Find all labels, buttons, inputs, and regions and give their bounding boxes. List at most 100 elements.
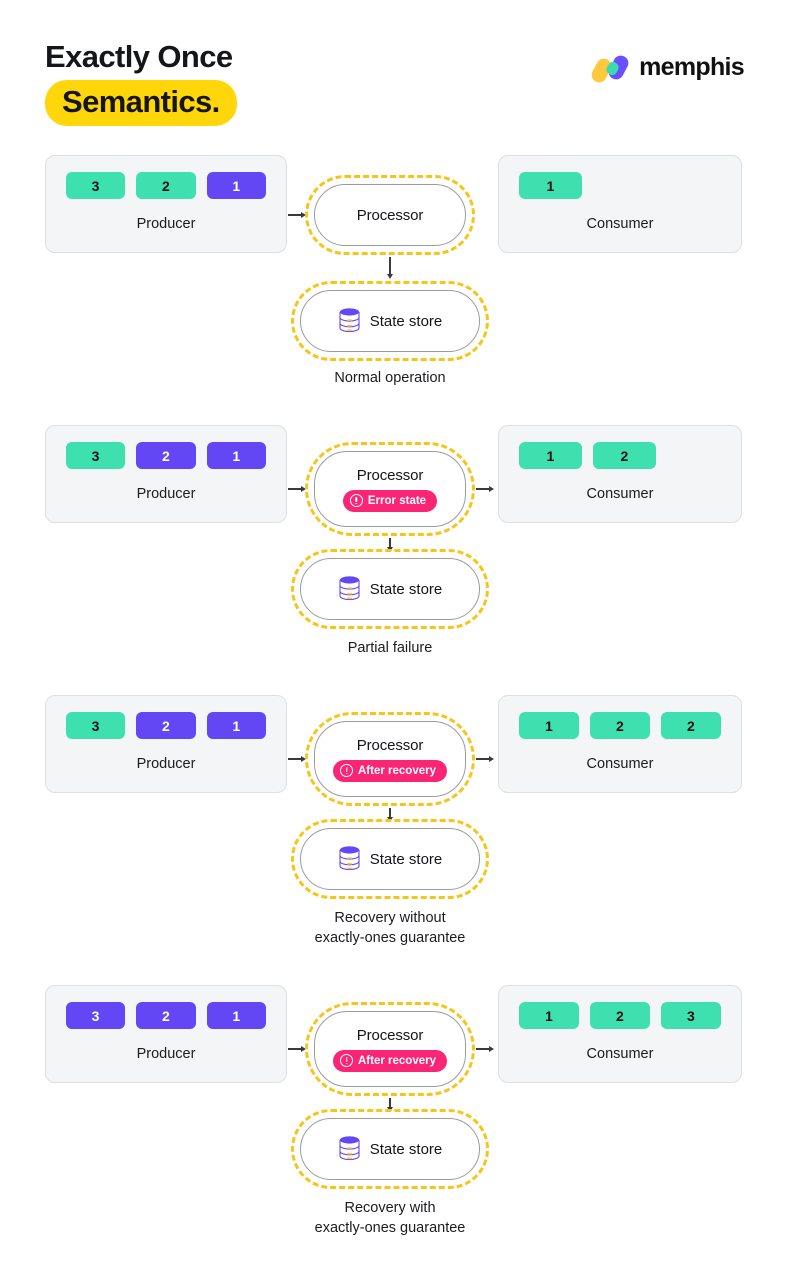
arrow-shaft bbox=[476, 758, 489, 760]
database-icon bbox=[338, 845, 361, 873]
consumer-label: Consumer bbox=[586, 756, 654, 772]
row-caption-line-1: Recovery with bbox=[344, 1200, 436, 1216]
row-caption: Partial failure bbox=[347, 640, 433, 656]
arrow-head-icon bbox=[387, 274, 393, 279]
logo-wordmark: memphis bbox=[639, 53, 745, 81]
processor-title: Processor bbox=[356, 736, 424, 754]
arrow-shaft bbox=[389, 1098, 391, 1107]
message-chip: 2 bbox=[593, 442, 656, 469]
processor-node: Processor After recovery bbox=[314, 721, 466, 797]
state-store-node: State store bbox=[300, 558, 480, 620]
error-circle-icon bbox=[340, 1054, 353, 1067]
row-caption-line-2: exactly-ones guarantee bbox=[314, 930, 466, 946]
state-store-node: State store bbox=[300, 828, 480, 890]
arrow-shaft bbox=[288, 758, 301, 760]
message-chip: 3 bbox=[66, 172, 126, 199]
message-chip: 1 bbox=[519, 1002, 579, 1029]
arrow-processor-to-state-store bbox=[385, 808, 395, 822]
arrow-shaft bbox=[389, 538, 391, 547]
state-store-node-wrap: State store bbox=[291, 1109, 489, 1189]
processor-status-text: After recovery bbox=[358, 764, 436, 777]
state-store-node: State store bbox=[300, 1118, 480, 1180]
processor-node-wrap: Processor Error state bbox=[305, 442, 475, 536]
row-caption-line-1: Recovery without bbox=[334, 910, 446, 926]
processor-node: Processor Error state bbox=[314, 451, 466, 527]
processor-status-badge: After recovery bbox=[333, 759, 447, 782]
arrow-producer-to-processor bbox=[288, 1044, 306, 1054]
arrow-head-icon bbox=[387, 1107, 393, 1112]
message-chip: 3 bbox=[66, 442, 126, 469]
processor-status-badge: After recovery bbox=[333, 1049, 447, 1072]
title-line-1: Exactly Once bbox=[45, 39, 233, 74]
consumer-label: Consumer bbox=[586, 1046, 654, 1062]
state-store-label: State store bbox=[369, 580, 443, 598]
arrow-head-icon bbox=[489, 486, 494, 492]
message-chip: 2 bbox=[136, 172, 196, 199]
arrow-head-icon bbox=[301, 756, 306, 762]
arrow-processor-to-state-store bbox=[385, 257, 395, 279]
error-circle-icon bbox=[349, 494, 363, 507]
arrow-processor-to-consumer bbox=[476, 484, 494, 494]
message-chip: 1 bbox=[519, 712, 579, 739]
database-icon bbox=[338, 307, 361, 335]
message-chip: 2 bbox=[590, 712, 650, 739]
state-store-node: State store bbox=[300, 290, 480, 352]
message-chip: 2 bbox=[136, 442, 196, 469]
page-title: Exactly Once Semantics. bbox=[45, 38, 237, 126]
message-chip: 2 bbox=[590, 1002, 650, 1029]
message-chip: 2 bbox=[661, 712, 721, 739]
state-store-node-wrap: State store bbox=[291, 549, 489, 629]
arrow-producer-to-processor bbox=[288, 210, 306, 220]
state-store-node-wrap: State store bbox=[291, 819, 489, 899]
arrow-processor-to-consumer bbox=[476, 754, 494, 764]
arrow-shaft bbox=[389, 808, 391, 817]
message-chip: 1 bbox=[519, 172, 582, 199]
consumer-label: Consumer bbox=[586, 216, 654, 232]
message-chip: 1 bbox=[206, 442, 266, 469]
processor-node-wrap: Processor After recovery bbox=[305, 1002, 475, 1096]
processor-title: Processor bbox=[356, 206, 424, 224]
processor-node-wrap: Processor bbox=[305, 175, 475, 255]
message-chip: 1 bbox=[206, 172, 266, 199]
arrow-processor-to-state-store bbox=[385, 1098, 395, 1112]
row-caption: Normal operation bbox=[334, 370, 446, 386]
database-icon bbox=[338, 1135, 361, 1163]
arrow-head-icon bbox=[301, 486, 306, 492]
header: Exactly Once Semantics. memphis bbox=[0, 0, 800, 140]
state-store-label: State store bbox=[369, 1140, 443, 1158]
arrow-head-icon bbox=[387, 547, 393, 552]
processor-status-text: After recovery bbox=[358, 1054, 436, 1067]
message-chip: 1 bbox=[206, 1002, 266, 1029]
arrow-shaft bbox=[476, 488, 489, 490]
arrow-head-icon bbox=[489, 1046, 494, 1052]
consumer-chips: 1 bbox=[499, 172, 741, 199]
arrow-processor-to-state-store bbox=[385, 538, 395, 552]
title-line-2-highlight: Semantics. bbox=[45, 80, 237, 126]
arrow-producer-to-processor bbox=[288, 484, 306, 494]
arrow-head-icon bbox=[489, 756, 494, 762]
message-chip: 3 bbox=[66, 712, 126, 739]
producer-label: Producer bbox=[136, 216, 196, 232]
message-chip: 3 bbox=[661, 1002, 721, 1029]
arrow-shaft bbox=[288, 214, 301, 216]
state-store-label: State store bbox=[369, 850, 443, 868]
arrow-head-icon bbox=[387, 817, 393, 822]
producer-label: Producer bbox=[136, 486, 196, 502]
processor-node: Processor After recovery bbox=[314, 1011, 466, 1087]
memphis-logo-icon bbox=[589, 52, 632, 85]
consumer-panel-normal-operation: 1 Consumer bbox=[498, 155, 742, 253]
processor-status-text: Error state bbox=[367, 494, 427, 507]
processor-title: Processor bbox=[356, 1026, 424, 1044]
